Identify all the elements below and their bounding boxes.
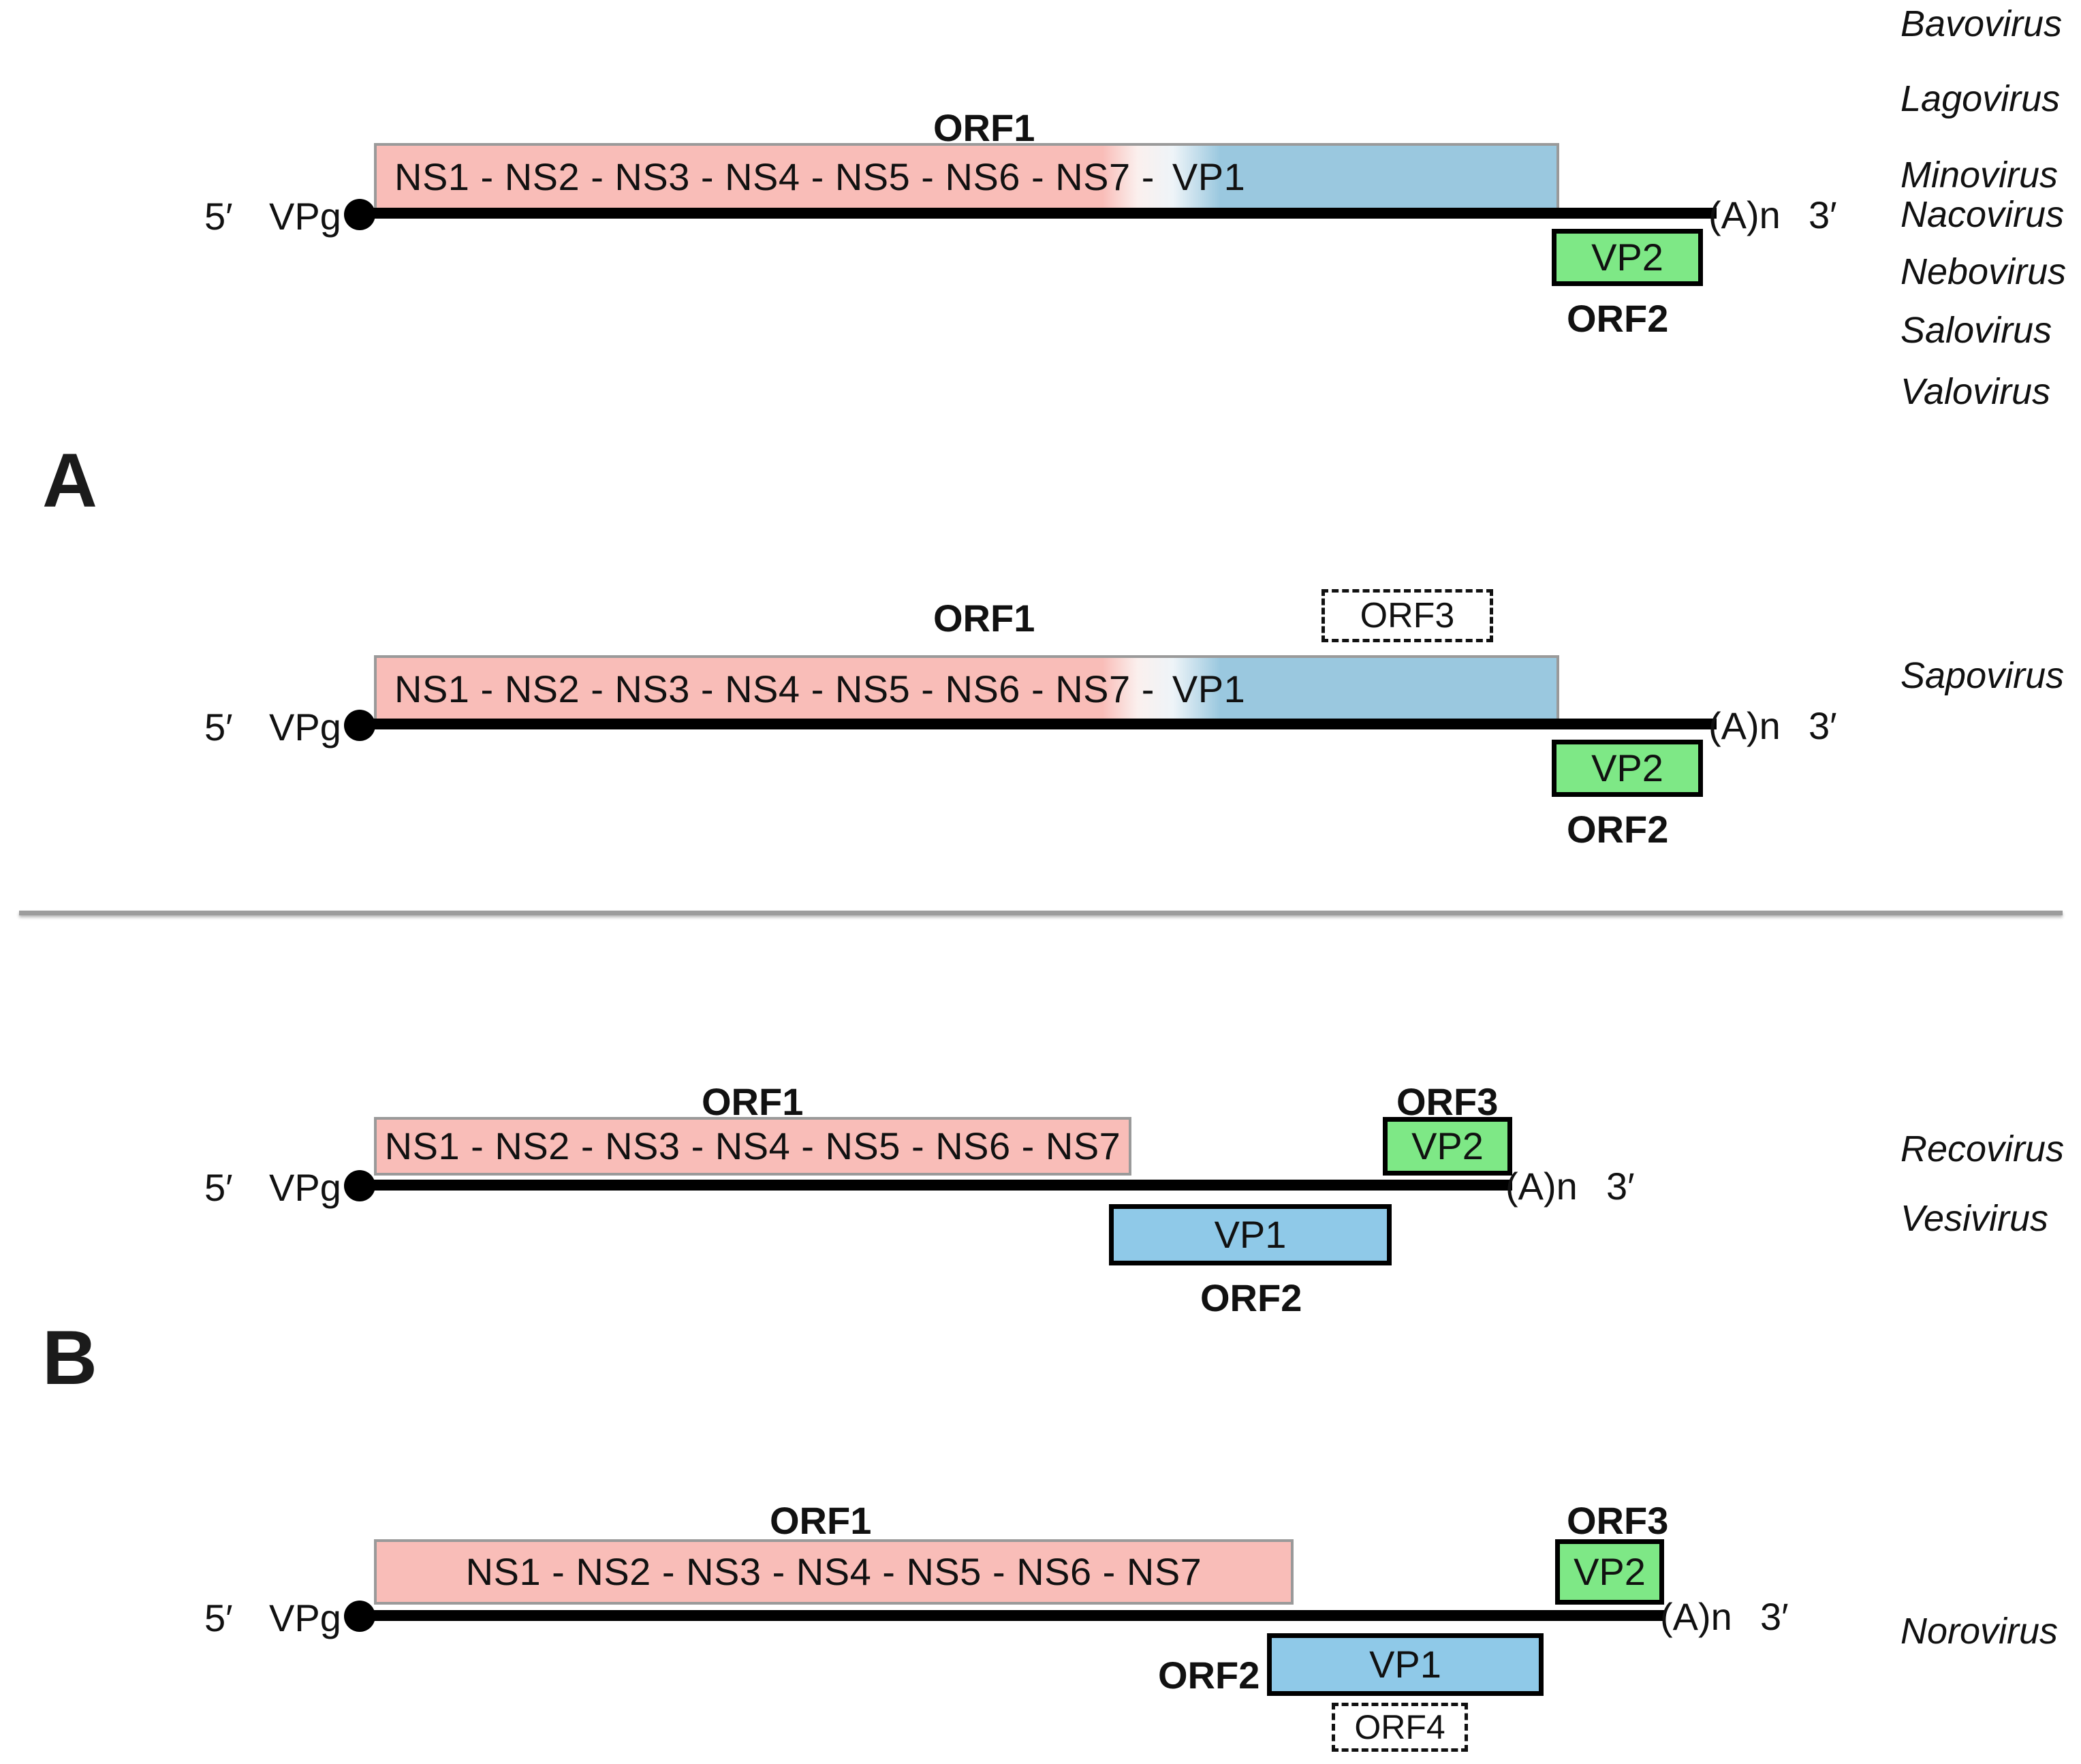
orf1-caption-a2: ORF1: [933, 597, 1035, 640]
vpg-label-b2: VPg: [269, 1596, 341, 1639]
poly-a-label-a1: (A)n: [1708, 193, 1781, 236]
vp1-label-a1: VP1: [1172, 155, 1246, 198]
vp1-label-a2: VP1: [1172, 667, 1246, 710]
orf3-caption-b1: ORF3: [1396, 1080, 1499, 1123]
genome-backbone-a2: [368, 719, 1717, 729]
orf1-polyprotein-text-b1: NS1 - NS2 - NS3 - NS4 - NS5 - NS6 - NS7: [384, 1124, 1121, 1167]
orf4-label-b2: ORF4: [1354, 1708, 1445, 1746]
vpg-label-a1: VPg: [269, 195, 341, 238]
five-prime-label-a2: 5′: [204, 706, 233, 749]
vp1-box-b1: VP1: [1109, 1204, 1392, 1265]
genus-label-norovirus: Norovirus: [1900, 1611, 2059, 1652]
five-prime-label-b1: 5′: [204, 1166, 233, 1209]
orf1-caption-a1: ORF1: [933, 106, 1035, 149]
orf1-caption-b2: ORF1: [770, 1499, 872, 1542]
genus-label-sapovirus: Sapovirus: [1900, 655, 2065, 696]
genus-label-lagovirus: Lagovirus: [1900, 78, 2061, 119]
orf1-polyprotein-text-a2: NS1 - NS2 - NS3 - NS4 - NS5 - NS6 - NS7 …: [394, 667, 1155, 710]
panel-divider: [19, 911, 2063, 915]
vp2-box-a2: VP2: [1552, 740, 1703, 797]
vp2-label-b1: VP2: [1411, 1124, 1484, 1167]
vp1-box-b2: VP1: [1267, 1633, 1544, 1696]
genus-label-recovirus: Recovirus: [1900, 1129, 2065, 1169]
orf1-polyprotein-text-b2: NS1 - NS2 - NS3 - NS4 - NS5 - NS6 - NS7: [465, 1550, 1202, 1593]
orf1-vp1-fused-bar-a2: NS1 - NS2 - NS3 - NS4 - NS5 - NS6 - NS7 …: [374, 655, 1559, 723]
genus-label-nebovirus: Nebovirus: [1900, 251, 2067, 292]
genus-label-vesivirus: Vesivirus: [1900, 1198, 2049, 1239]
vp1-label-b2: VP1: [1369, 1643, 1441, 1686]
vpg-label-a2: VPg: [269, 706, 341, 749]
genome-backbone-b1: [368, 1180, 1512, 1191]
orf1-vp1-fused-bar-a1: NS1 - NS2 - NS3 - NS4 - NS5 - NS6 - NS7 …: [374, 143, 1559, 211]
orf1-bar-b2: NS1 - NS2 - NS3 - NS4 - NS5 - NS6 - NS7: [374, 1539, 1294, 1605]
genus-label-valovirus: Valovirus: [1900, 371, 2051, 412]
orf3-dashed-box-a2: ORF3: [1321, 589, 1493, 642]
vp2-box-b1: VP2: [1383, 1117, 1512, 1176]
five-prime-label-b2: 5′: [204, 1596, 233, 1639]
orf1-polyprotein-text-a1: NS1 - NS2 - NS3 - NS4 - NS5 - NS6 - NS7 …: [394, 155, 1155, 198]
vp2-label-a2: VP2: [1591, 746, 1663, 789]
five-prime-label-a1: 5′: [204, 195, 233, 238]
orf1-bar-b1: NS1 - NS2 - NS3 - NS4 - NS5 - NS6 - NS7: [374, 1117, 1131, 1176]
vp1-label-b1: VP1: [1214, 1213, 1287, 1256]
three-prime-label-b1: 3′: [1606, 1165, 1635, 1208]
genus-label-minovirus: Minovirus: [1900, 155, 2059, 195]
orf3-label-a2: ORF3: [1360, 596, 1455, 635]
genus-label-bavovirus: Bavovirus: [1900, 3, 2063, 44]
three-prime-label-a1: 3′: [1809, 193, 1837, 236]
panel-letter-a: A: [42, 438, 97, 523]
orf2-caption-b2: ORF2: [1158, 1654, 1260, 1697]
vp2-box-a1: VP2: [1552, 229, 1703, 286]
orf2-caption-b1: ORF2: [1200, 1276, 1302, 1319]
orf3-caption-b2: ORF3: [1567, 1499, 1669, 1542]
three-prime-label-a2: 3′: [1809, 704, 1837, 747]
orf1-caption-b1: ORF1: [702, 1080, 804, 1123]
poly-a-label-b2: (A)n: [1660, 1595, 1732, 1638]
genus-label-salovirus: Salovirus: [1900, 310, 2052, 351]
orf4-dashed-box-b2: ORF4: [1332, 1703, 1468, 1752]
vp2-label-b2: VP2: [1574, 1550, 1646, 1593]
genus-label-nacovirus: Nacovirus: [1900, 194, 2065, 235]
poly-a-label-a2: (A)n: [1708, 704, 1781, 747]
orf2-caption-a1: ORF2: [1567, 297, 1669, 340]
poly-a-label-b1: (A)n: [1505, 1165, 1578, 1208]
panel-letter-b: B: [42, 1315, 97, 1400]
three-prime-label-b2: 3′: [1760, 1595, 1789, 1638]
vp2-box-b2: VP2: [1555, 1539, 1664, 1605]
genome-backbone-b2: [368, 1610, 1665, 1621]
genome-backbone-a1: [368, 208, 1717, 219]
orf2-caption-a2: ORF2: [1567, 808, 1669, 851]
vpg-label-b1: VPg: [269, 1166, 341, 1209]
vp2-label-a1: VP2: [1591, 236, 1663, 279]
